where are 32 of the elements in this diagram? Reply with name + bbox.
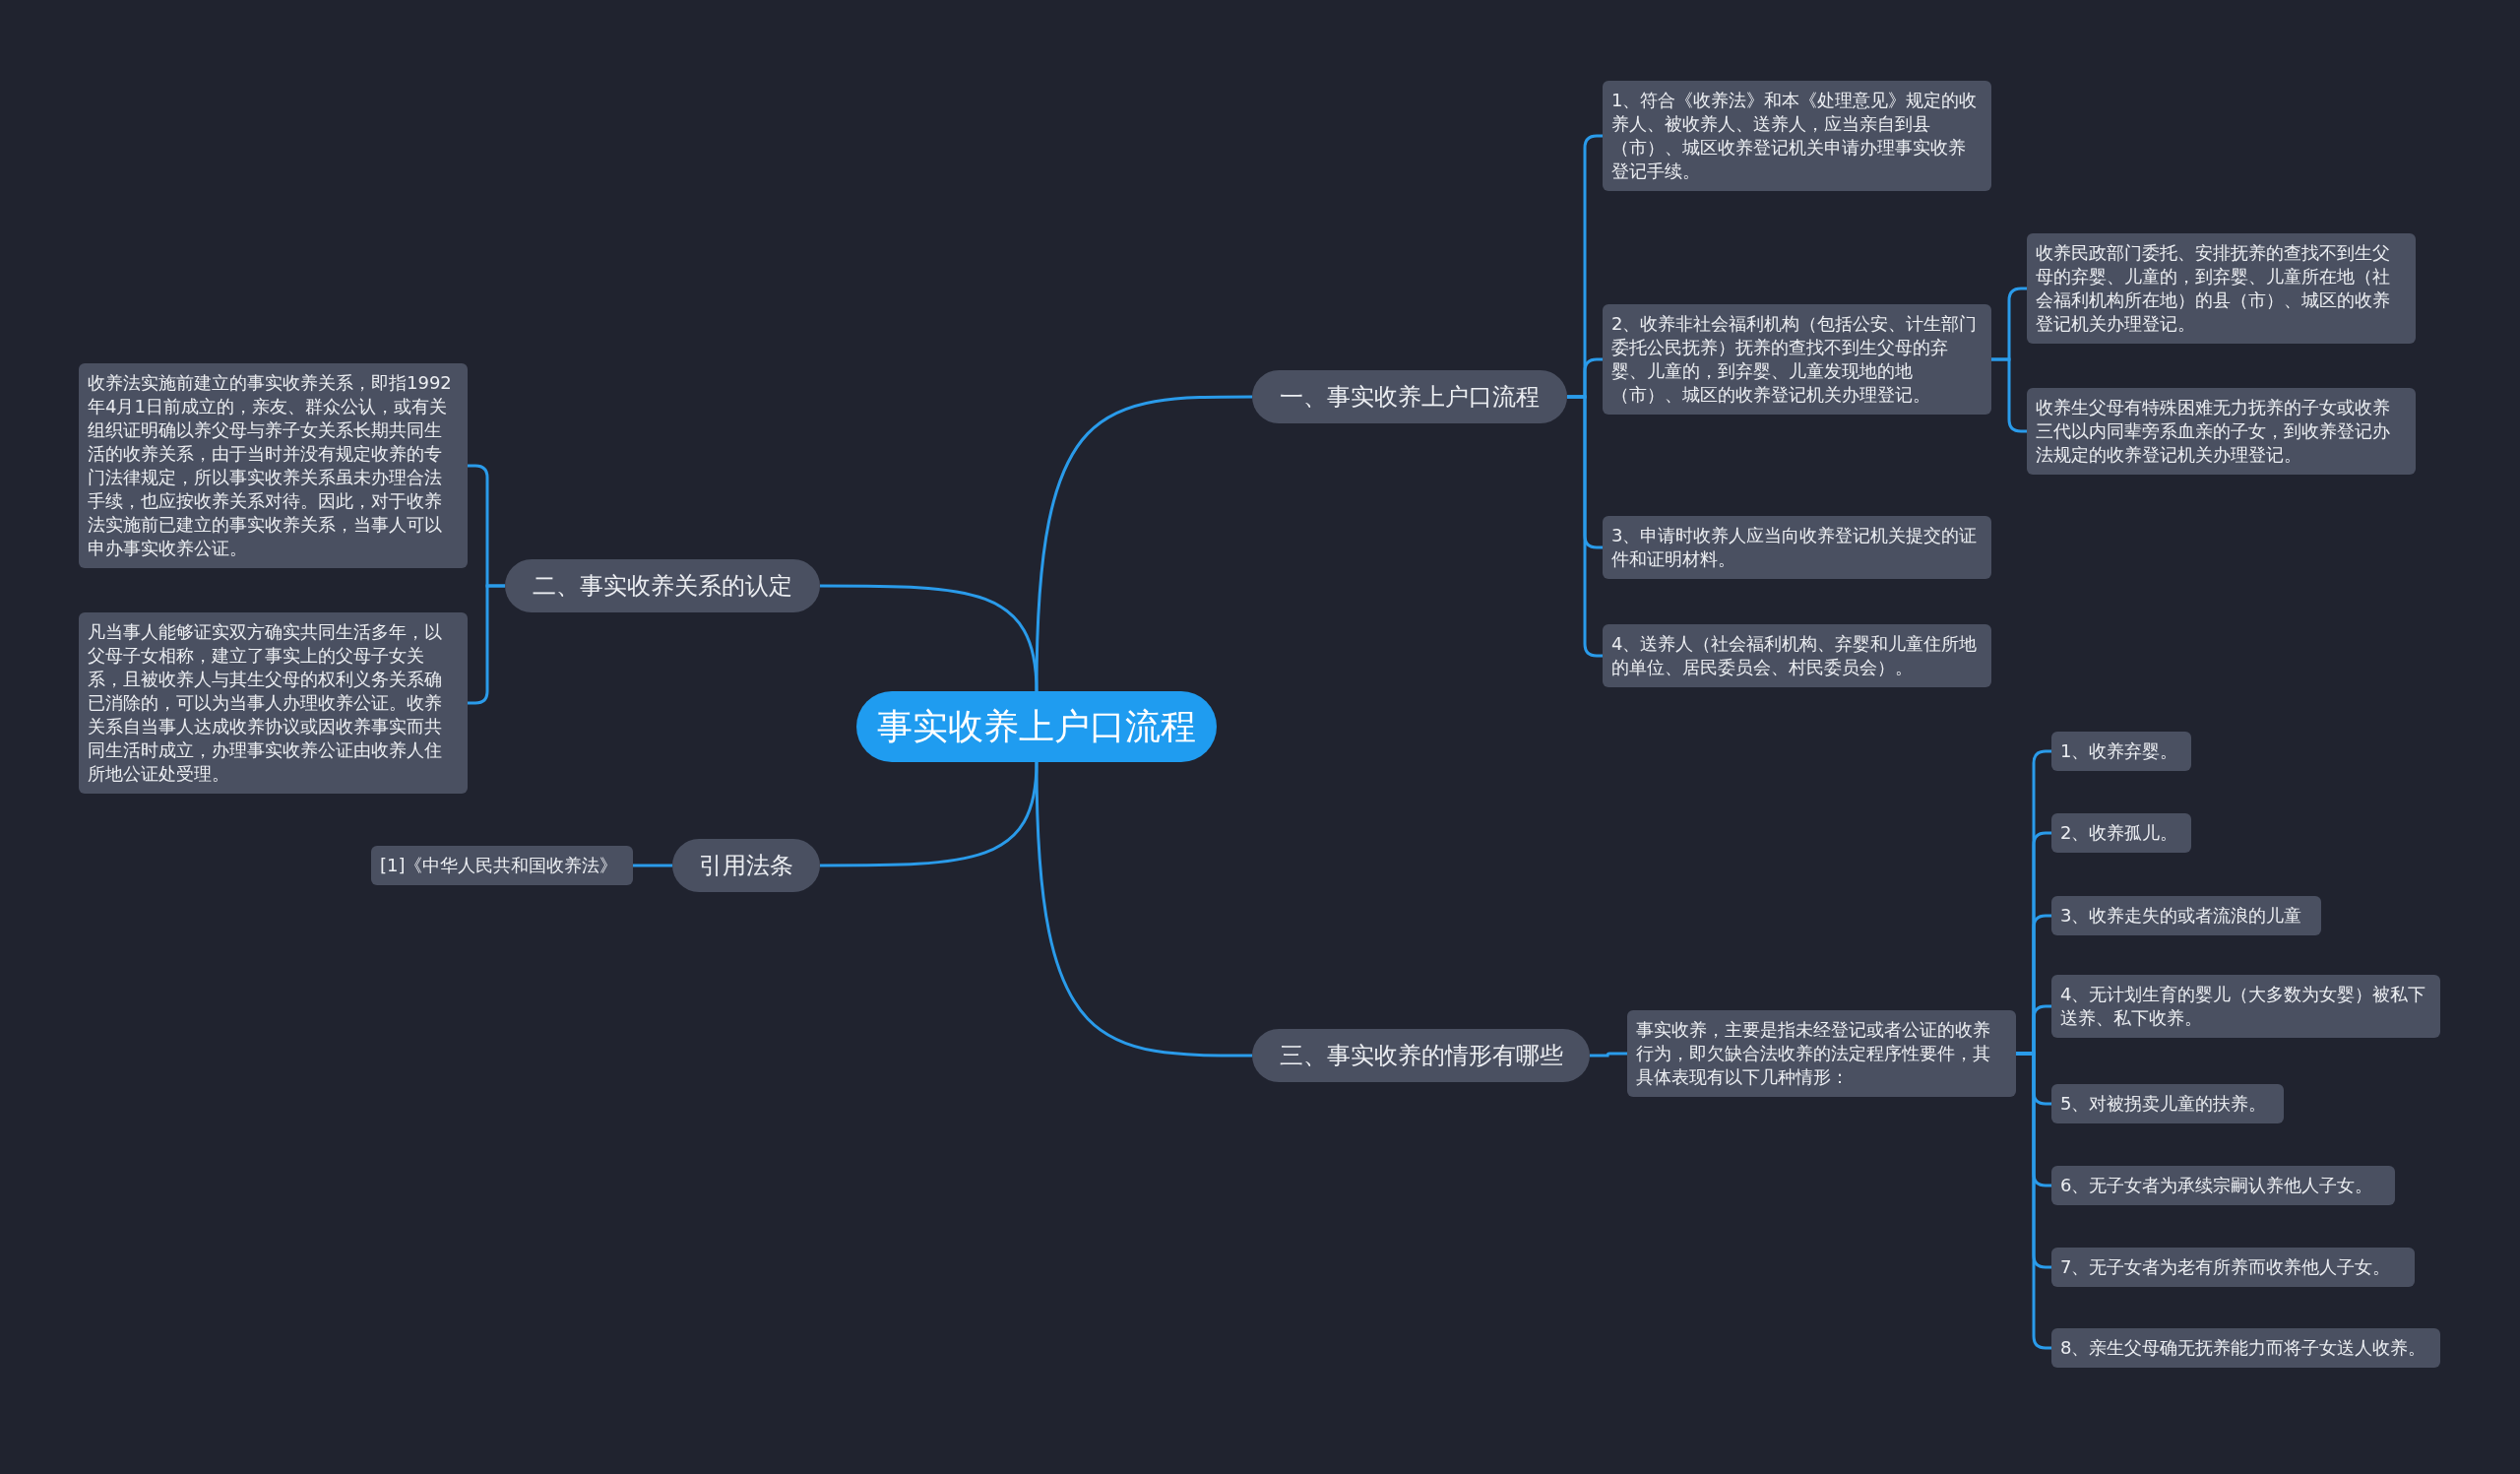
note-box: 1、符合《收养法》和本《处理意见》规定的收养人、被收养人、送养人，应当亲自到县（市）、城区收养登记机关申请办理事实收养登记手续。 (1603, 81, 1991, 191)
connector-line (1567, 395, 1603, 658)
note-box: 4、送养人（社会福利机构、弃婴和儿童住所地的单位、居民委员会、村民委员会）。 (1603, 624, 1991, 687)
connector-line (1590, 1052, 1627, 1057)
branch-topic-pill: 三、事实收养的情形有哪些 (1252, 1029, 1590, 1082)
note-box: 2、收养孤儿。 (2051, 813, 2191, 853)
connector-line (1991, 357, 2027, 433)
central-topic-pill: 事实收养上户口流程 (856, 691, 1217, 762)
note-box: 1、收养弃婴。 (2051, 732, 2191, 771)
note-box: 收养法实施前建立的事实收养关系，即指1992年4月1日前成立的，亲友、群众公认，或有关组织证明确以养父母与养子女关系长期共同生活的收养关系，由于当时并没有规定收养的专门法律规定，所以事实收养关系虽未办理合法手续，也应按收养关系对待。因此，对于收养法实施前已建立的事实收养关系，当事人可以申办事实收养公证。 (79, 363, 468, 568)
note-box: 7、无子女者为老有所养而收养他人子女。 (2051, 1248, 2415, 1287)
branch-topic-pill: 引用法条 (672, 839, 820, 892)
branch-topic-pill: 二、事实收养关系的认定 (505, 559, 820, 612)
note-box: 4、无计划生育的婴儿（大多数为女婴）被私下送养、私下收养。 (2051, 975, 2440, 1038)
connector-line (1035, 395, 1252, 692)
connector-line (820, 584, 1039, 692)
note-box: 收养民政部门委托、安排抚养的查找不到生父母的弃婴、儿童的，到弃婴、儿童所在地（社会福利机构所在地）的县（市）、城区的收养登记机关办理登记。 (2027, 233, 2416, 344)
branch-topic-pill: 一、事实收养上户口流程 (1252, 370, 1567, 423)
connector-line (633, 864, 672, 867)
note-box: 收养生父母有特殊困难无力抚养的子女或收养三代以内同辈旁系血亲的子女，到收养登记办法规定的收养登记机关办理登记。 (2027, 388, 2416, 475)
note-box: 事实收养，主要是指未经登记或者公证的收养行为，即欠缺合法收养的法定程序性要件，其具体表现有以下几种情形： (1627, 1010, 2016, 1097)
note-box: 3、收养走失的或者流浪的儿童 (2051, 896, 2321, 935)
note-box: 3、申请时收养人应当向收养登记机关提交的证件和证明材料。 (1603, 516, 1991, 579)
note-box: 6、无子女者为承续宗嗣认养他人子女。 (2051, 1166, 2395, 1205)
note-box: 2、收养非社会福利机构（包括公安、计生部门委托公民抚养）抚养的查找不到生父母的弃婴、儿童的，到弃婴、儿童发现地的地（市）、城区的收养登记机关办理登记。 (1603, 304, 1991, 415)
connector-line (1035, 761, 1252, 1057)
connector-line (820, 761, 1039, 867)
note-box: [1]《中华人民共和国收养法》 (371, 846, 633, 885)
connector-line (468, 584, 505, 705)
note-box: 8、亲生父母确无抚养能力而将子女送人收养。 (2051, 1328, 2440, 1368)
note-box: 凡当事人能够证实双方确实共同生活多年，以父母子女相称，建立了事实上的父母子女关系，且被收养人与其生父母的权利义务关系确已消除的，可以为当事人办理收养公证。收养关系自当事人达成收养协议或因收养事实而共同生活时成立，办理事实收养公证由收养人住所地公证处受理。 (79, 612, 468, 794)
note-box: 5、对被拐卖儿童的扶养。 (2051, 1084, 2284, 1123)
